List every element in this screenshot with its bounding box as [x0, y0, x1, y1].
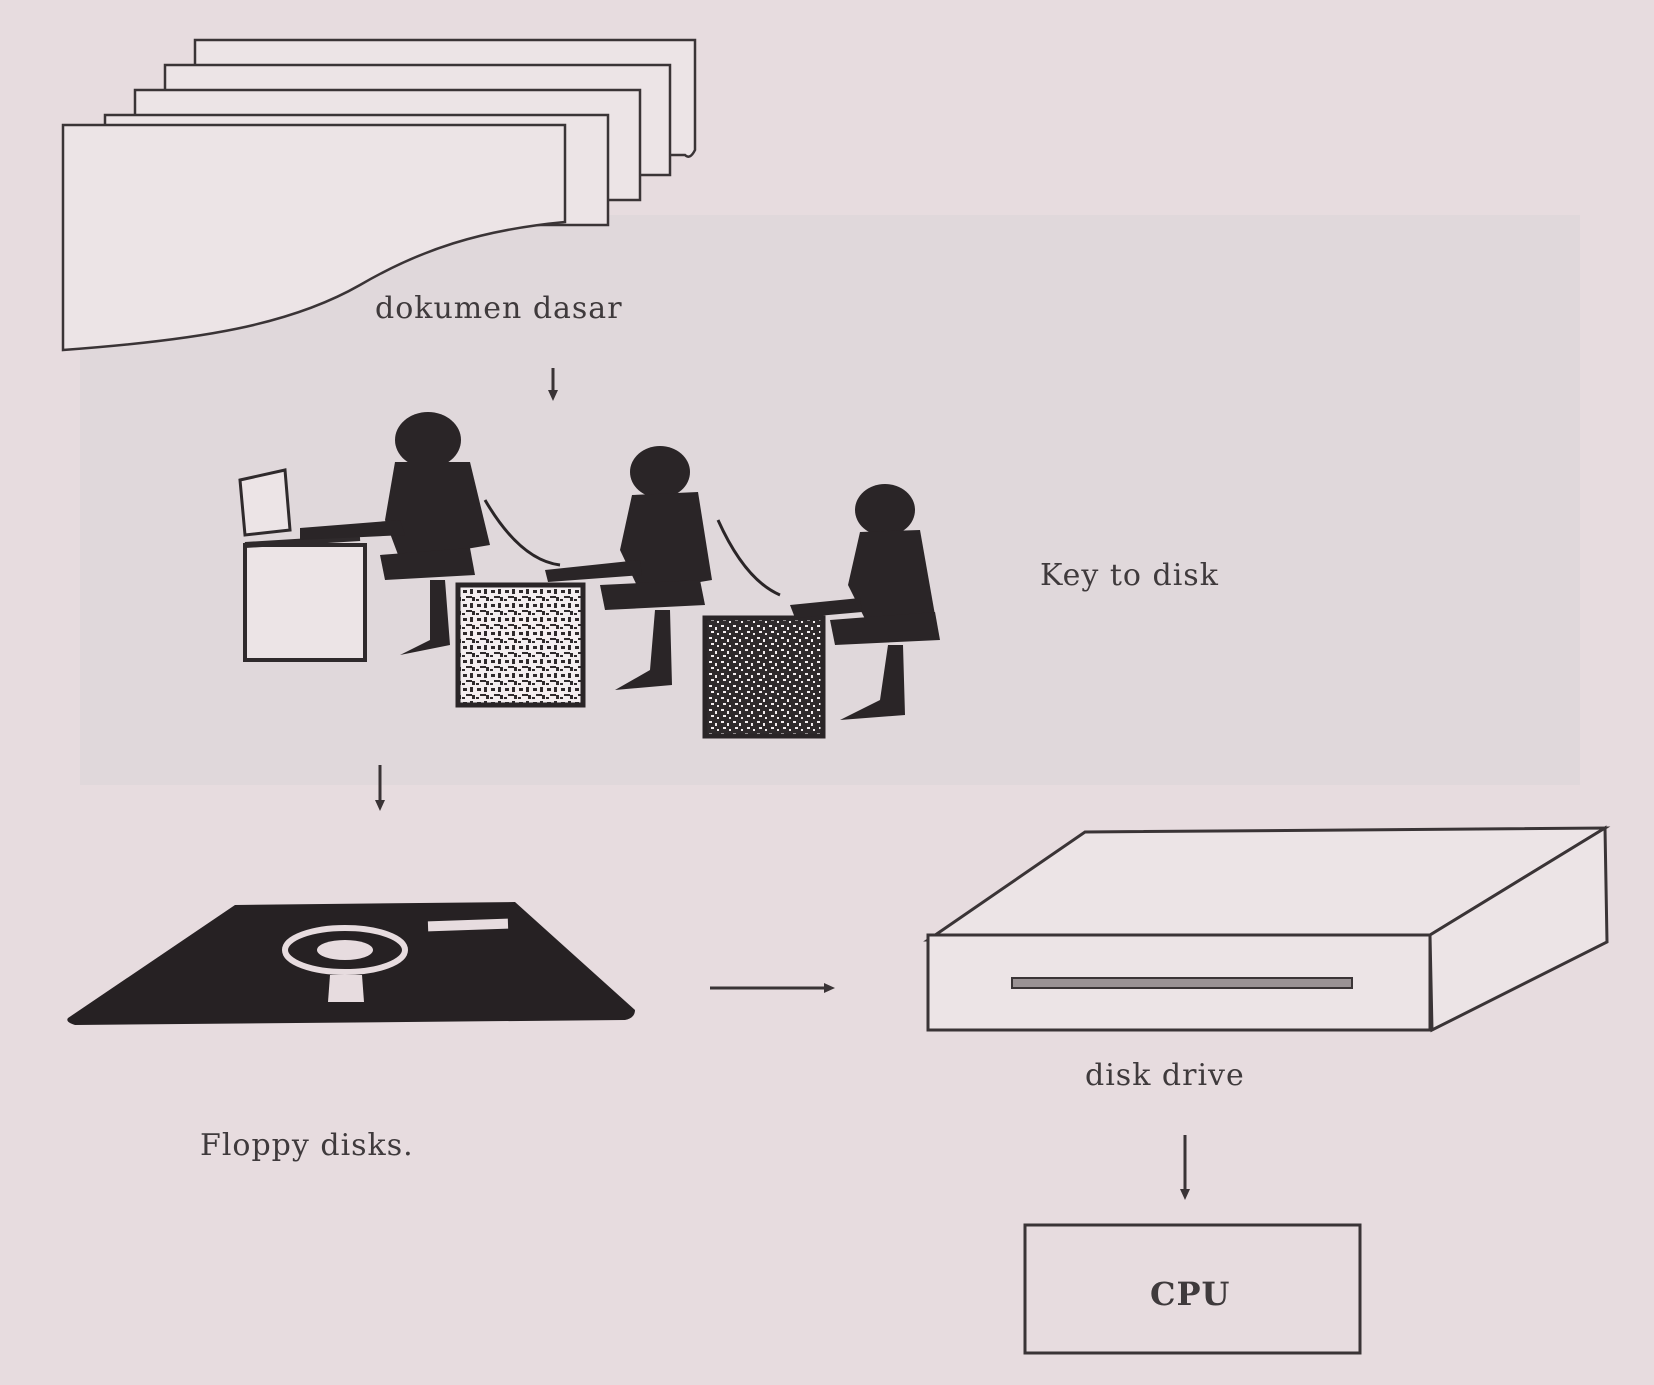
label-cpu: CPU — [1150, 1275, 1230, 1313]
label-disk-drive: disk drive — [1085, 1058, 1245, 1093]
label-floppy: Floppy disks. — [200, 1128, 414, 1163]
keypunch-operators-icon — [238, 412, 940, 739]
floppy-disk-icon — [67, 902, 636, 1025]
disk-drive-icon — [923, 825, 1611, 1033]
label-key-to-disk: Key to disk — [1040, 558, 1219, 593]
cpu-box — [1023, 1223, 1362, 1355]
label-documents: dokumen dasar — [375, 291, 623, 326]
background-panel — [80, 215, 1580, 785]
document-stack-icon — [61, 38, 697, 352]
